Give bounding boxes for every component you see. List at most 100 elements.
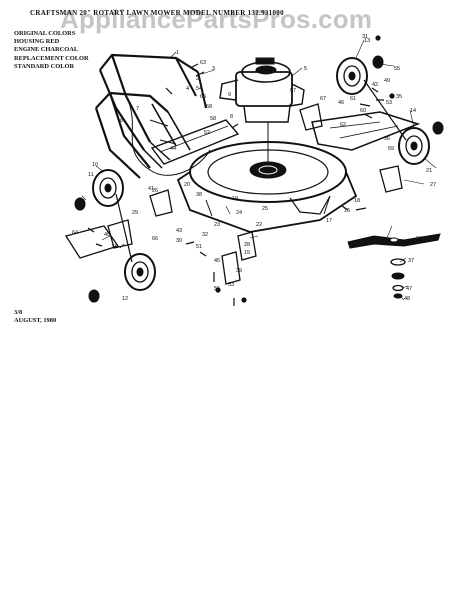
part-number: 24 [236,210,242,216]
baffle-plate [159,125,229,153]
hub-cap [74,55,444,303]
part-number: 64 [72,230,78,236]
part-number: 20 [184,182,190,188]
revision-footer: 3/8 AUGUST, 1980 [14,309,56,325]
baffle-plate [150,119,240,165]
color-key-line: HOUSING RED [14,38,60,46]
part-number: 49 [384,78,390,84]
color-key-line: STANDARD COLOR [14,62,75,70]
part-number: 30 [176,238,182,244]
part-number: 15 [244,250,250,256]
part-number: 37 [408,258,414,264]
color-key: ORIGINAL COLORS HOUSING RED ENGINE CHARC… [14,30,89,71]
part-number: 67 [320,96,326,102]
revision-date: AUGUST, 1980 [14,317,57,324]
part-number: 4 [186,86,189,92]
part-number: 23 [214,222,220,228]
color-key-line: ENGINE CHARCOAL [14,46,79,54]
part-number: 11 [88,172,94,178]
blade-adapter [390,258,406,299]
part-number: 13 [364,38,370,44]
part-number: 6 [120,118,123,124]
part-number: 45 [214,258,220,264]
part-number: 31 [362,34,368,40]
part-number: 7 [136,106,139,112]
part-number: 5 [304,66,307,72]
engine [219,57,305,162]
part-number: 9 [228,92,231,98]
part-number: 60 [360,108,366,114]
part-number: 46 [338,100,344,106]
part-number: 42 [372,82,378,88]
part-number: 47 [406,286,412,292]
part-number: 32 [202,232,208,238]
part-number: 29 [132,210,138,216]
lower-handle [94,91,191,179]
wheel [124,253,156,291]
part-number: 55 [394,66,400,72]
hardware [87,35,395,306]
leader-lines [81,39,437,301]
color-key-line: REPLACEMENT COLOR [14,54,89,62]
mower-blade [347,233,441,249]
part-number: 2 [196,76,199,82]
part-number: 28 [244,242,250,248]
part-number: 34 [416,236,422,242]
part-number: 53 [386,100,392,106]
part-number: 51 [196,244,202,250]
part-number: 17 [326,218,332,224]
part-number: 38 [196,192,202,198]
part-number: 35 [396,94,402,100]
part-number: 10 [92,162,98,168]
part-number: 50 [112,244,118,250]
part-number: 66 [152,236,158,242]
deflector [64,225,120,259]
part-number: 3 [212,66,215,72]
part-number: 59 [388,146,394,152]
control-cable [127,99,211,176]
part-number: 22 [256,222,262,228]
front-axle [115,193,133,263]
part-number-labels: 1 2 3 4 5 6 7 8 9 10 11 12 13 14 15 16 1… [72,34,436,302]
part-number: 14 [410,108,416,114]
diagram-title: CRAFTSMAN 20" ROTARY LAWN MOWER MODEL NU… [30,9,284,17]
part-number: 12 [122,296,128,302]
part-number: 54 [196,86,202,92]
part-number: 52 [204,130,210,136]
part-number: 19 [232,196,238,202]
part-number: 33 [228,282,234,288]
watermark: AppliancePartsPros.com [60,4,373,34]
part-number: 39 [236,268,242,274]
part-number: 68 [206,104,212,110]
height-adjuster [107,103,403,285]
rear-axle [363,79,407,141]
part-number: 65 [200,94,206,100]
part-number: 16 [344,208,350,214]
part-number: 27 [430,182,436,188]
part-number: 26 [152,188,158,194]
part-number: 41 [148,186,154,192]
revision-code: 3/8 [14,309,23,316]
color-key-line: ORIGINAL COLORS [14,30,76,37]
part-number: 36 [384,136,390,142]
part-number: 1 [176,50,179,56]
part-number: 56 [214,286,220,292]
part-number: 44 [170,146,176,152]
part-number: 48 [404,296,410,302]
rear-guard [311,111,421,151]
wheel [336,57,368,95]
part-number: 18 [354,198,360,204]
part-number: 57 [290,88,296,94]
part-number: 25 [262,206,268,212]
part-number: 61 [350,96,356,102]
part-number: 21 [426,168,432,174]
part-number: 40 [104,232,110,238]
part-number: 62 [340,122,346,128]
part-number: 63 [200,60,206,66]
part-number: 43 [176,228,182,234]
part-number: 8 [230,114,233,120]
part-number: 58 [210,116,216,122]
wheel [92,169,124,207]
